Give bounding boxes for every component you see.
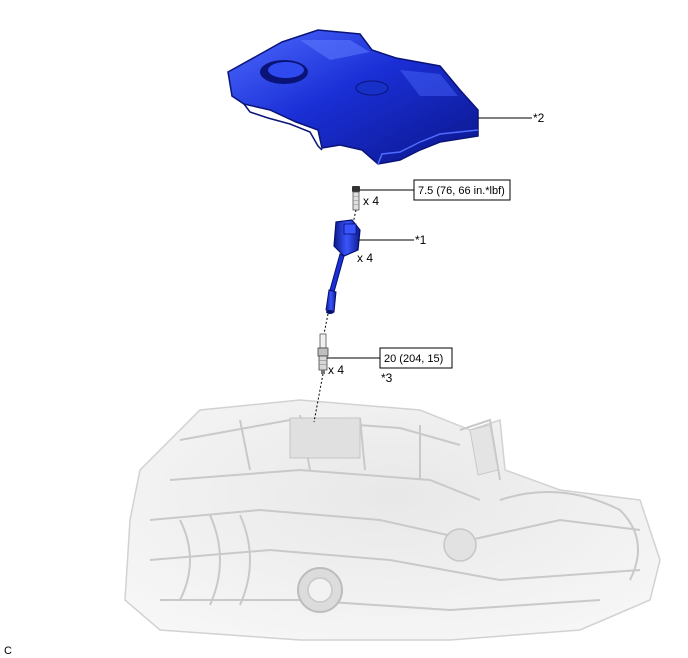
bolt-torque-box	[413, 179, 511, 201]
cover-callout: *2	[533, 111, 545, 125]
bolt-quantity: x 4	[363, 194, 379, 208]
plug-torque-text: 20 (204, 15)	[384, 353, 443, 365]
plug-callout: *3	[381, 371, 393, 385]
figure-corner-letter: C	[4, 645, 12, 657]
spark-plug	[317, 333, 329, 374]
bolt-torque-text: 7.5 (76, 66 in.*lbf)	[418, 185, 505, 197]
engine-cover	[227, 29, 479, 165]
coil-callout: *1	[415, 233, 427, 247]
plug-torque-box	[379, 347, 453, 369]
engine-illustration	[124, 399, 661, 641]
cover-bolt	[352, 186, 360, 211]
coil-quantity: x 4	[357, 251, 373, 265]
plug-quantity: x 4	[328, 363, 344, 377]
ignition-coil	[325, 219, 361, 314]
